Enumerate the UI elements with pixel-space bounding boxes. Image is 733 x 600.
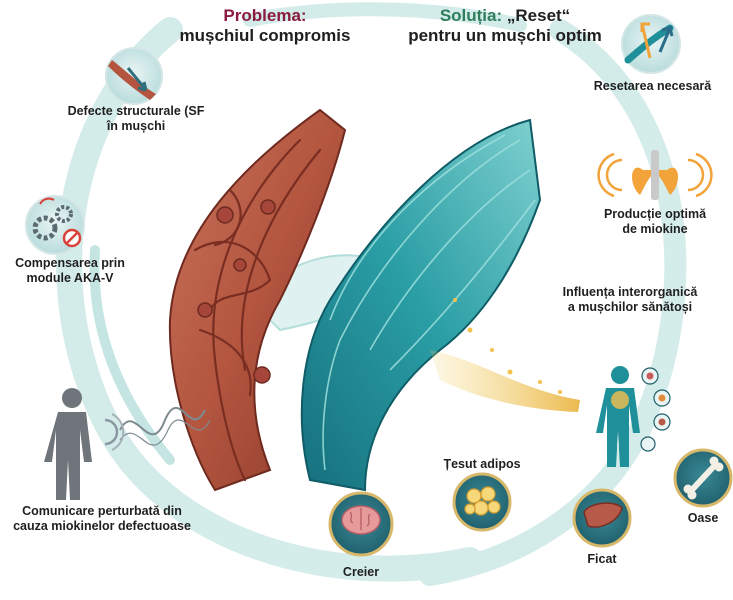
label-liver: Ficat <box>572 552 632 567</box>
label-brain: Creier <box>331 565 391 580</box>
label-reset-needed: Resetarea necesară <box>585 79 720 94</box>
label-compensation: Compensarea prin module AKA-V <box>10 256 130 286</box>
label-adipose: Țesut adipos <box>430 457 534 472</box>
label-structural-defects: Defecte structurale (SF în mușchi <box>36 104 236 134</box>
solution-heading-rest: „Reset“ <box>502 6 570 25</box>
label-bone: Oase <box>674 511 732 526</box>
brain-icon <box>330 493 392 555</box>
healthy-muscle <box>302 120 540 490</box>
solution-heading-subtitle: pentru un mușchi optim <box>390 26 620 46</box>
fat-cells-icon <box>454 474 510 530</box>
label-perturbed-communication: Comunicare perturbată din cauza miokinel… <box>0 504 204 534</box>
solution-heading: Soluția: „Reset“ pentru un mușchi optim <box>390 6 620 46</box>
label-interorgan-influence: Influența interorganică a mușchilor sănă… <box>545 285 715 315</box>
damaged-muscle-icon <box>106 48 162 104</box>
problem-heading-title: Problema: <box>160 6 370 26</box>
bone-icon <box>675 450 731 506</box>
gears-blocked-icon <box>26 196 84 254</box>
label-optimal-myokine: Producție optimă de miokine <box>590 207 720 237</box>
problem-heading: Problema: mușchiul compromis <box>160 6 370 46</box>
myokine-stream <box>430 350 580 412</box>
solution-heading-title: Soluția: „Reset“ <box>390 6 620 26</box>
solution-heading-colored: Soluția: <box>440 6 502 25</box>
problem-heading-subtitle: mușchiul compromis <box>160 26 370 46</box>
liver-icon <box>574 490 630 546</box>
thyroid-signal-icon <box>599 150 712 200</box>
reset-arrows-icon <box>622 15 680 73</box>
